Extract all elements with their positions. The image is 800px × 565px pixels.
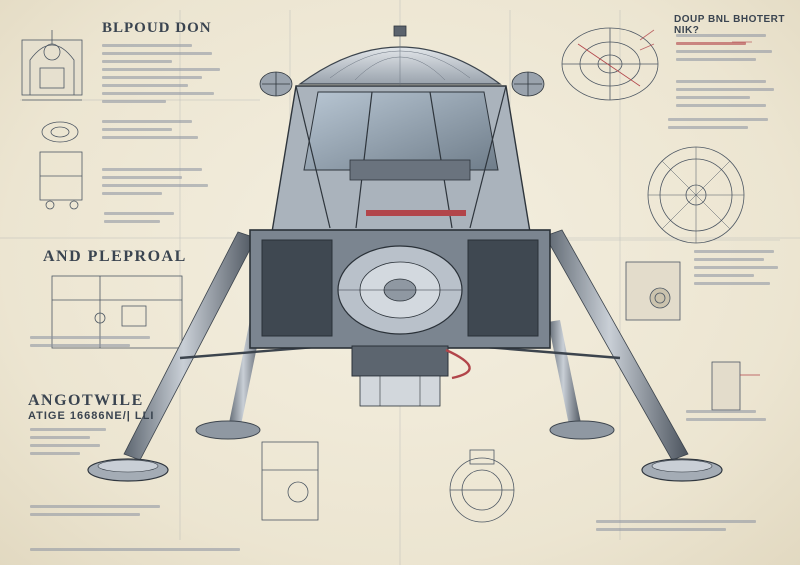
radial-dish-top-right	[561, 27, 659, 101]
annotation-block	[686, 410, 776, 426]
lander-illustration	[87, 25, 723, 482]
annotation-block	[102, 120, 202, 144]
antenna-right	[511, 71, 545, 97]
mechanism-sketch-right	[625, 261, 760, 411]
gear-sketch-right	[647, 146, 745, 244]
engine-core	[337, 245, 463, 335]
annotation-block	[30, 428, 110, 460]
annotation-block	[676, 80, 776, 112]
title-mid: AND PLEPROAL	[43, 248, 187, 265]
annotation-block	[30, 505, 170, 521]
title-right: DOUP BNL BHOTERT NIK?	[674, 14, 785, 36]
cross-section-bottom	[261, 441, 515, 523]
annotation-block	[668, 118, 778, 134]
annotation-block	[596, 520, 766, 536]
title-bottom: ANGOTWILE	[28, 392, 144, 409]
subtitle-bottom: ATIGE 16686NE/| LLI	[28, 410, 155, 422]
red-band	[366, 210, 466, 216]
annotation-block	[676, 34, 776, 66]
annotation-block	[102, 44, 222, 108]
porthole-sketch	[39, 121, 83, 210]
title-top: BLPOUD DON	[102, 20, 212, 36]
cabin-console	[349, 159, 471, 181]
engine-sketch-top-left	[21, 30, 83, 101]
annotation-block	[30, 336, 160, 352]
antenna-hub	[393, 25, 407, 37]
annotation-block	[30, 548, 250, 556]
antenna-left	[259, 71, 293, 97]
descent-nozzle	[359, 375, 441, 407]
annotation-block	[694, 250, 784, 290]
annotation-block	[104, 212, 184, 228]
annotation-block	[102, 168, 212, 200]
